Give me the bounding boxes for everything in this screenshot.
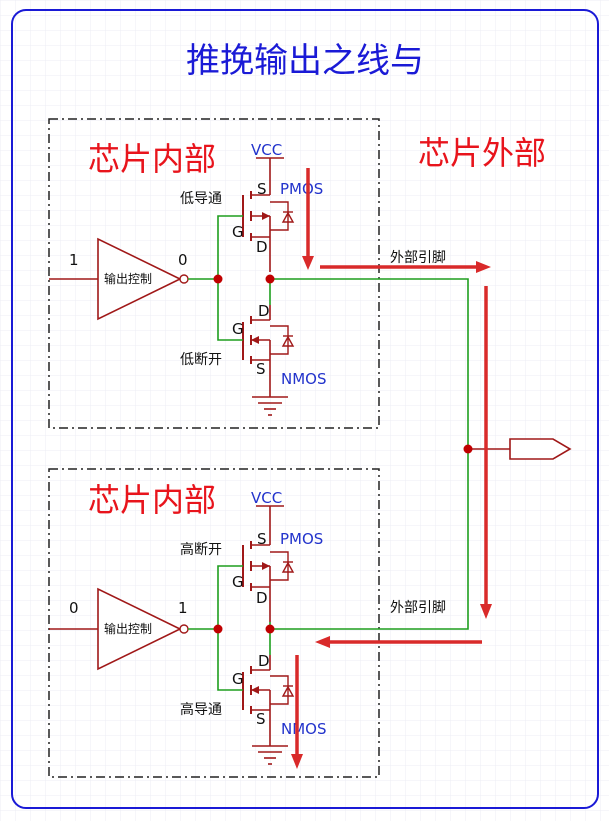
top-buffer-inverter-bubble bbox=[179, 274, 189, 284]
bottom-output-control-buffer bbox=[97, 587, 182, 671]
bottom-nmos-s-label: S bbox=[256, 710, 266, 728]
output-connector-icon bbox=[509, 438, 572, 460]
top-output-value: 0 bbox=[178, 251, 188, 269]
chip-outside-heading: 芯片外部 bbox=[418, 134, 546, 172]
top-chip-boundary bbox=[48, 118, 380, 429]
bottom-nmos-transistor bbox=[242, 655, 295, 746]
bottom-drain-junction bbox=[265, 624, 275, 634]
top-pmos-s-label: S bbox=[257, 180, 267, 198]
top-pmos-state-label: 低导通 bbox=[180, 191, 222, 207]
bottom-pmos-d-label: D bbox=[256, 589, 268, 607]
diagram-title: 推挽输出之线与 bbox=[186, 41, 424, 81]
bottom-nmos-state-label: 高导通 bbox=[180, 701, 222, 718]
bottom-nmos-label: NMOS bbox=[281, 720, 327, 738]
bottom-nmos-g-label: G bbox=[232, 670, 244, 688]
top-pmos-transistor bbox=[242, 191, 295, 272]
top-pmos-label: PMOS bbox=[280, 180, 323, 198]
top-circuit: VCC S G D PMOS 低导通 bbox=[49, 141, 469, 449]
bottom-circuit: VCC S G D PMOS 高断开 bbox=[49, 449, 469, 765]
bottom-buffer-label: 输出控制 bbox=[104, 621, 152, 636]
top-output-control-buffer bbox=[97, 237, 182, 321]
top-pin-label: 外部引脚 bbox=[390, 250, 446, 266]
top-chip-inside-heading: 芯片内部 bbox=[88, 140, 216, 178]
bottom-buffer-inverter-bubble bbox=[179, 624, 189, 634]
bottom-chip-inside-heading: 芯片内部 bbox=[88, 481, 216, 519]
bottom-pin-label: 外部引脚 bbox=[390, 600, 446, 616]
top-drain-junction bbox=[265, 274, 275, 284]
top-pmos-d-label: D bbox=[256, 238, 268, 256]
top-nmos-d-label: D bbox=[258, 302, 270, 320]
bottom-chip-boundary bbox=[48, 468, 380, 778]
bottom-pmos-label: PMOS bbox=[280, 530, 323, 548]
bottom-gate-junction bbox=[213, 624, 223, 634]
top-buffer-label: 输出控制 bbox=[104, 271, 152, 286]
bottom-pmos-g-label: G bbox=[232, 573, 244, 591]
bottom-input-value: 0 bbox=[69, 599, 79, 617]
top-nmos-s-label: S bbox=[256, 360, 266, 378]
top-vcc-label: VCC bbox=[251, 141, 282, 159]
shared-output-junction bbox=[463, 444, 473, 454]
bottom-nmos-d-label: D bbox=[258, 652, 270, 670]
top-nmos-g-label: G bbox=[232, 320, 244, 338]
top-nmos-label: NMOS bbox=[281, 370, 327, 388]
bottom-output-net bbox=[270, 449, 469, 630]
outer-frame bbox=[11, 9, 599, 809]
top-ground-icon bbox=[252, 396, 288, 416]
top-output-net bbox=[270, 278, 469, 449]
current-flow-arrows bbox=[291, 168, 492, 769]
top-gate-junction bbox=[213, 274, 223, 284]
bottom-vcc-label: VCC bbox=[251, 489, 282, 507]
bottom-ground-icon bbox=[252, 745, 288, 765]
top-nmos-transistor bbox=[242, 305, 295, 397]
bottom-pmos-state-label: 高断开 bbox=[180, 541, 222, 558]
top-nmos-state-label: 低断开 bbox=[180, 352, 222, 368]
bottom-output-value: 1 bbox=[178, 599, 188, 617]
top-input-value: 1 bbox=[69, 251, 79, 269]
bottom-pmos-s-label: S bbox=[257, 530, 267, 548]
top-pmos-g-label: G bbox=[232, 223, 244, 241]
